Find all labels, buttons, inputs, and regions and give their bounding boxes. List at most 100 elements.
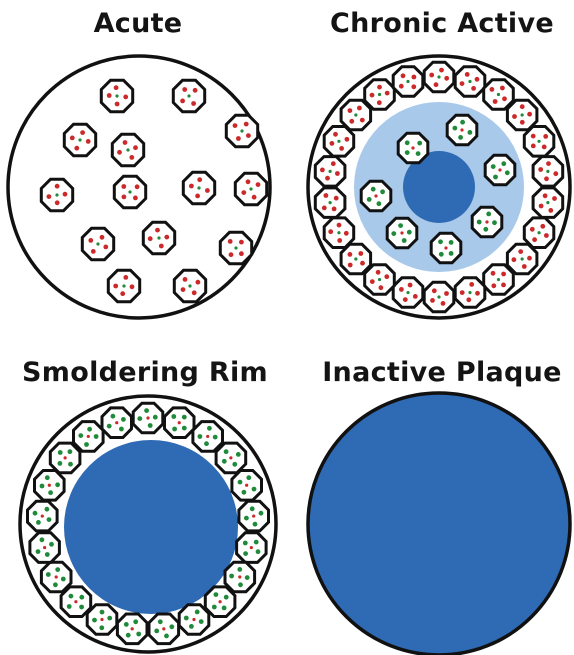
cell-dot	[337, 231, 340, 234]
cell-dot	[335, 171, 340, 176]
cell-dot	[246, 179, 251, 184]
cell-dot	[70, 136, 75, 141]
cell-dot	[169, 624, 174, 629]
cell-icon	[424, 62, 454, 92]
cell-dot	[122, 284, 125, 287]
cell-dot	[256, 182, 261, 187]
cell-dot	[320, 168, 325, 173]
cell-dot	[358, 251, 363, 256]
cell-dot	[205, 188, 210, 193]
cell-dot	[475, 77, 480, 82]
cell-dot	[512, 257, 517, 262]
cell-dot	[218, 600, 221, 603]
cell-dot	[195, 194, 200, 199]
cell-dot	[49, 542, 54, 547]
cell-icon	[117, 614, 147, 644]
cell-dot	[189, 624, 194, 629]
cell-icon	[324, 218, 354, 248]
cell-dot	[322, 206, 327, 211]
cell-dot	[222, 459, 227, 464]
cell-dot	[55, 193, 58, 196]
cell-dot	[224, 595, 229, 600]
cell-dot	[234, 246, 237, 249]
cell-dot	[254, 540, 259, 545]
cell-dot	[239, 251, 244, 256]
cell-dot	[40, 537, 45, 542]
cell-dot	[187, 94, 190, 97]
cell-dot	[411, 146, 414, 149]
cell-icon	[35, 471, 65, 501]
cell-dot	[325, 176, 330, 181]
cell-dot	[531, 134, 536, 139]
cell-dot	[195, 610, 200, 615]
cell-dot	[333, 132, 338, 137]
cell-dot	[206, 435, 209, 438]
cell-dot	[417, 141, 422, 146]
cell-dot	[159, 244, 164, 249]
cell-dot	[407, 230, 412, 235]
cell-icon	[205, 587, 235, 617]
cell-dot	[339, 146, 344, 151]
cell-dot	[357, 106, 362, 111]
cell-dot	[367, 197, 372, 202]
cell-icon	[28, 501, 58, 531]
cell-dot	[78, 433, 83, 438]
cell-dot	[144, 408, 149, 413]
cell-dot	[124, 622, 129, 627]
cell-dot	[437, 295, 440, 298]
cell-dot	[74, 600, 77, 603]
cell-dot	[485, 220, 488, 223]
cell-dot	[63, 192, 68, 197]
cell-icon	[484, 265, 514, 295]
cell-dot	[126, 633, 131, 638]
cell-dot	[68, 449, 73, 454]
cell-dot	[468, 291, 471, 294]
cell-icon	[361, 181, 391, 211]
cell-dot	[458, 135, 463, 140]
cell-dot	[449, 251, 454, 256]
cell-dot	[444, 246, 447, 249]
cell-dot	[252, 487, 257, 492]
cell-icon	[455, 67, 485, 97]
cell-icon	[315, 188, 345, 218]
cell-dot	[250, 506, 255, 511]
cell-dot	[460, 120, 465, 125]
cell-dot	[548, 208, 553, 213]
cell-dot	[96, 242, 99, 245]
cell-dot	[377, 201, 382, 206]
cell-dot	[222, 606, 227, 611]
cell-icon	[64, 124, 95, 155]
cell-dot	[74, 146, 79, 151]
cell-icon	[232, 471, 262, 501]
cell-dot	[469, 282, 474, 287]
cell-dot	[324, 193, 329, 198]
cell-dot	[47, 194, 52, 199]
cell-dot	[406, 291, 409, 294]
cell-dot	[546, 161, 551, 166]
cell-dot	[449, 240, 454, 245]
cell-dot	[493, 175, 498, 180]
cell-icon	[174, 270, 205, 301]
cell-dot	[182, 426, 187, 431]
cell-icon	[393, 67, 423, 97]
cell-icon	[30, 533, 60, 563]
cell-dot	[460, 128, 463, 131]
cell-dot	[403, 297, 408, 302]
cell-dot	[197, 186, 200, 189]
cell-icon	[87, 605, 117, 635]
cell-dot	[527, 256, 532, 261]
cell-dot	[43, 546, 46, 549]
cell-dot	[238, 582, 243, 587]
cell-dot	[130, 284, 135, 289]
cell-icon	[133, 403, 163, 433]
cell-icon	[398, 133, 428, 163]
cell-dot	[58, 450, 63, 455]
cell-icon	[239, 501, 269, 531]
cell-dot	[244, 122, 249, 127]
cell-dot	[79, 595, 84, 600]
cell-dot	[193, 88, 198, 93]
cell-dot	[229, 456, 232, 459]
cell-dot	[107, 93, 112, 98]
cell-dot	[497, 93, 500, 96]
cell-dot	[123, 95, 128, 100]
